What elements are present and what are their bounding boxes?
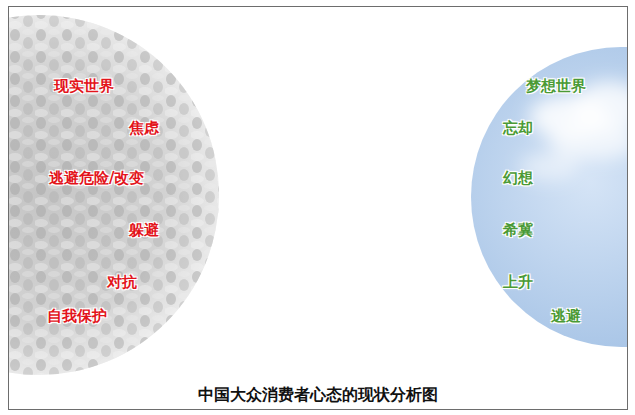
mindset-term: 逃避危险/改变 [49, 169, 144, 187]
mindset-term: 躲避 [129, 221, 159, 239]
mindset-term: 上升 [503, 273, 533, 291]
mindset-term: 自我保护 [47, 307, 107, 325]
connector-layer [9, 7, 627, 409]
figure-frame: 现实世界焦虑逃避危险/改变躲避对抗自我保护 梦想世界忘却幻想希冀上升逃避中国大众消… [8, 6, 628, 410]
mindset-term: 忘却 [503, 119, 533, 137]
dream-circle: 梦想世界忘却幻想希冀上升逃避 [469, 7, 627, 377]
circles-illustration [9, 7, 627, 409]
circle-heading: 梦想世界 [526, 77, 586, 95]
circle-heading: 现实世界 [54, 77, 114, 95]
mindset-term: 逃避 [551, 307, 581, 325]
mindset-term: 幻想 [503, 169, 533, 187]
reality-circle: 现实世界焦虑逃避危险/改变躲避对抗自我保护 [9, 7, 239, 377]
mindset-term: 对抗 [107, 273, 137, 291]
mindset-term: 焦虑 [129, 119, 159, 137]
mindset-term: 希冀 [503, 221, 533, 239]
figure-caption: 中国大众消费者心态的现状分析图 [9, 385, 627, 406]
